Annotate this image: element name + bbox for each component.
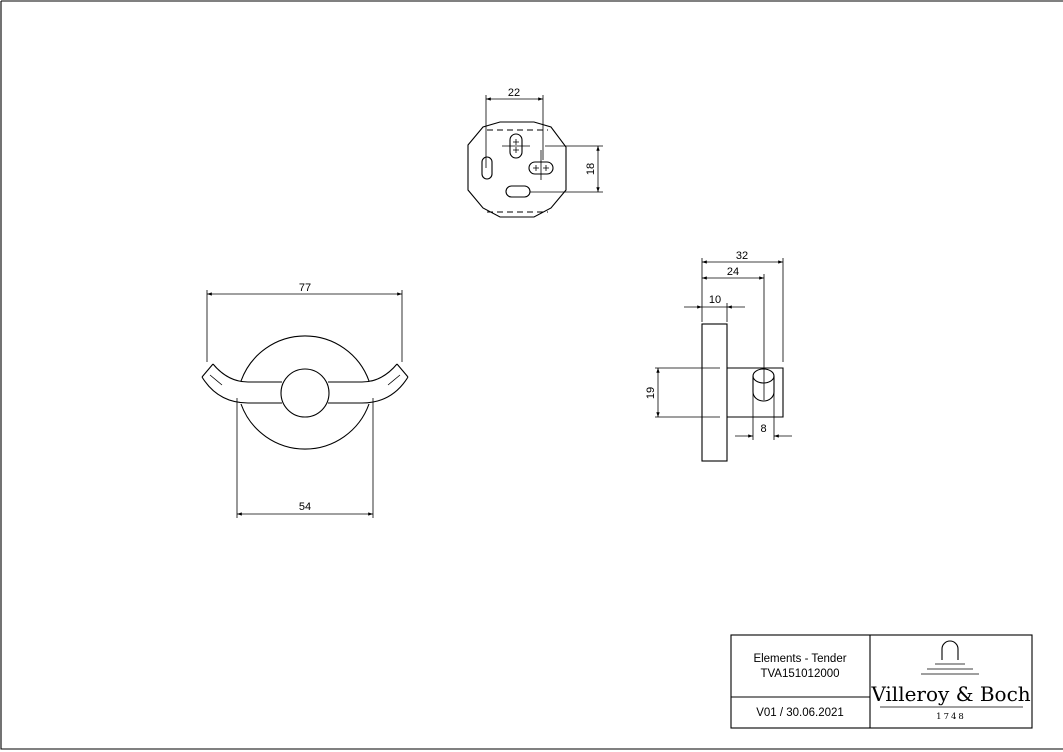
product-name: Elements - Tender [753,653,846,665]
dim-19: 19 [645,387,657,399]
dim-10: 10 [709,294,721,306]
brand-year: 1748 [936,712,966,722]
dim-77: 77 [299,282,311,294]
dim-24: 24 [727,266,739,278]
mounting-plate-view: 22 18 [467,87,603,218]
brand-logo: Villeroy & Boch 1748 [870,640,1031,722]
dim-8: 8 [760,423,766,435]
dim-22: 22 [508,87,520,99]
dim-54: 54 [299,501,311,513]
front-view: 77 54 [201,282,409,518]
dim-32: 32 [736,250,748,262]
side-view: 32 24 10 19 8 [645,250,792,462]
version-date: V01 / 30.06.2021 [756,707,844,719]
brand-name: Villeroy & Boch [870,682,1030,706]
dim-18: 18 [585,163,597,175]
article-number: TVA151012000 [760,668,839,680]
title-block: Elements - Tender TVA151012000 V01 / 30.… [730,634,1033,729]
